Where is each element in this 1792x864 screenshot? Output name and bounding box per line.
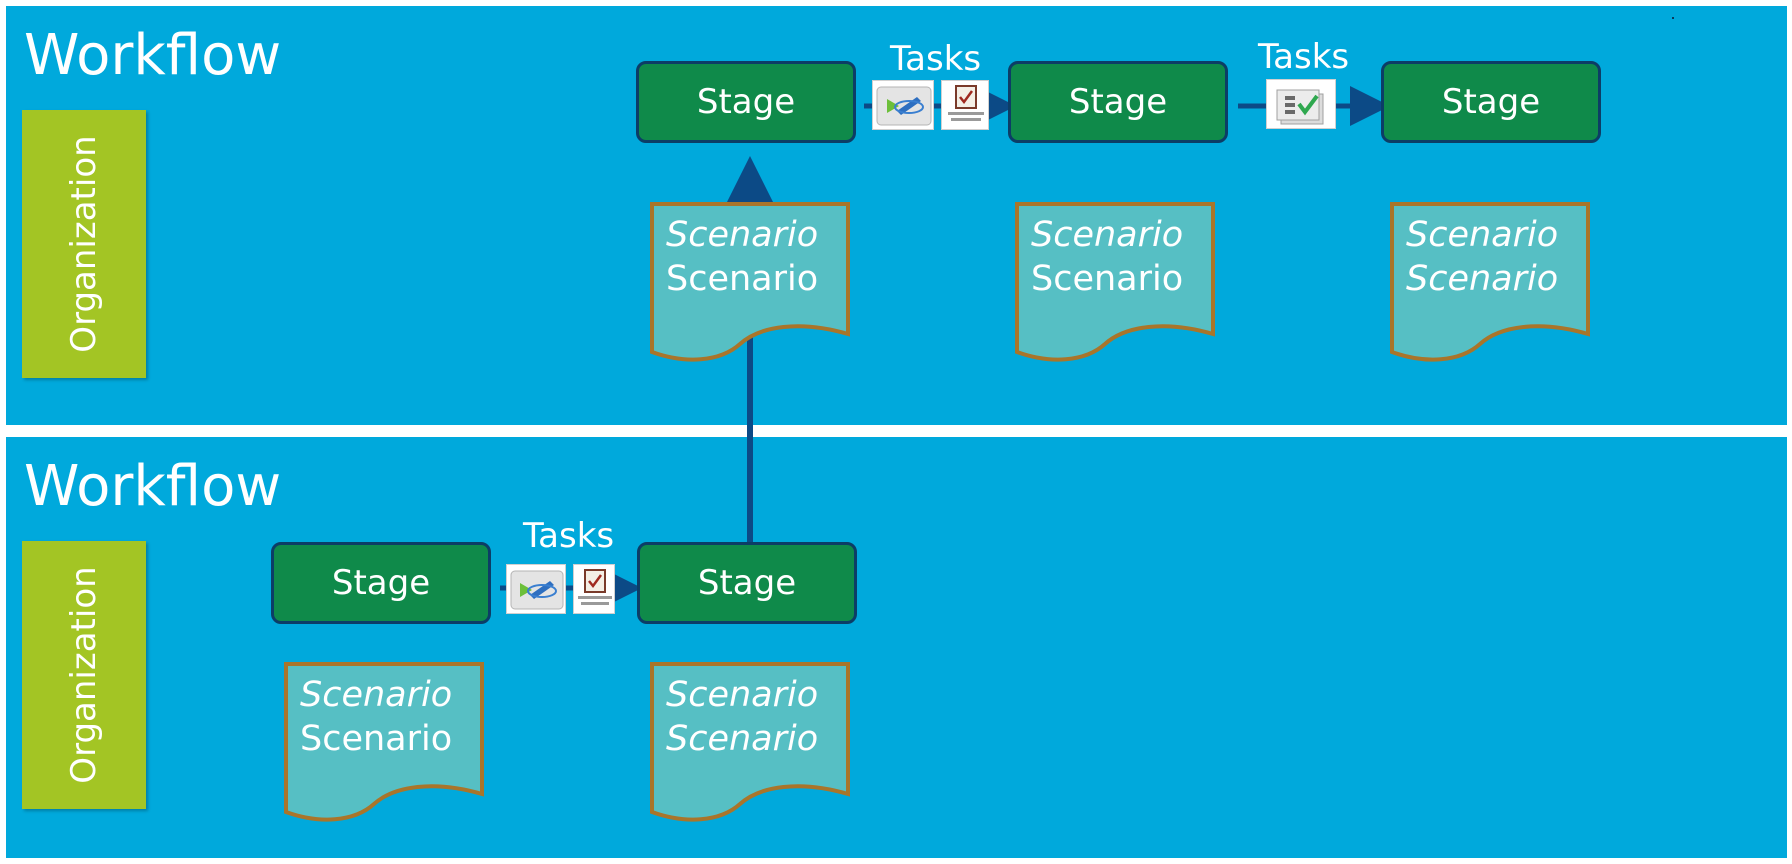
scenario-document: Scenario Scenario	[1015, 202, 1215, 366]
workflow-title: Workflow	[24, 23, 282, 88]
scenario-line: Scenario	[1406, 259, 1559, 299]
scenario-line: Scenario	[666, 259, 819, 299]
scenario-document: Scenario Scenario	[650, 662, 850, 826]
scenario-line: Scenario	[1406, 215, 1559, 255]
stage-box: Stage	[1381, 61, 1601, 143]
tasks-label: Tasks	[523, 516, 615, 556]
tasks-label: Tasks	[890, 39, 982, 79]
scenario-line: Scenario	[300, 719, 453, 759]
organization-box: Organization	[22, 541, 146, 809]
stage-box: Stage	[636, 61, 856, 143]
tasks-label: Tasks	[1258, 37, 1350, 77]
stage-box: Stage	[271, 542, 491, 624]
scenario-line: Scenario	[1031, 215, 1184, 255]
scenario-line: Scenario	[1031, 259, 1184, 299]
organization-box: Organization	[22, 110, 146, 378]
stage-box: Stage	[637, 542, 857, 624]
stage-box: Stage	[1008, 61, 1228, 143]
scenario-line: Scenario	[300, 675, 453, 715]
scenario-line: Scenario	[666, 675, 819, 715]
review-checklist-icon	[573, 564, 615, 614]
scenario-document: Scenario Scenario	[650, 202, 850, 366]
process-task-icon	[872, 80, 934, 130]
scenario-line: Scenario	[666, 215, 819, 255]
workflow-title: Workflow	[24, 454, 282, 519]
process-task-icon	[506, 564, 566, 614]
approval-stack-icon	[1266, 79, 1336, 129]
stray-dot	[1672, 17, 1674, 19]
review-checklist-icon	[941, 80, 989, 130]
scenario-line: Scenario	[666, 719, 819, 759]
scenario-document: Scenario Scenario	[284, 662, 484, 826]
scenario-document: Scenario Scenario	[1390, 202, 1590, 366]
